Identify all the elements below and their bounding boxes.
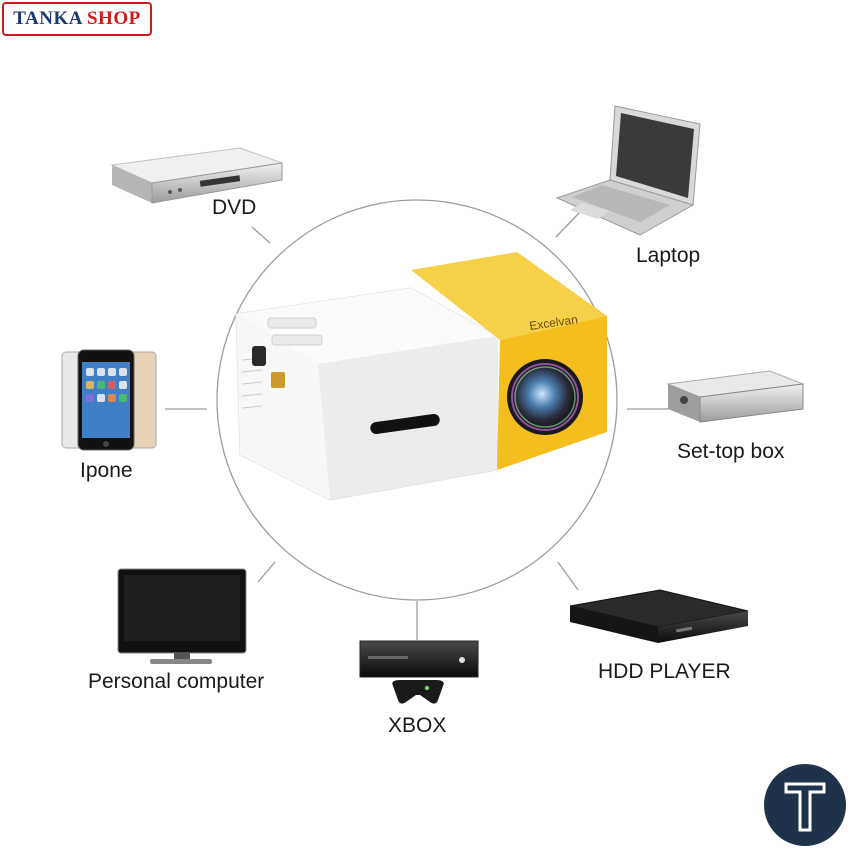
label-iphone: Ipone bbox=[80, 459, 133, 482]
projector-image: Excelvan bbox=[235, 252, 607, 501]
xbox-image bbox=[359, 640, 479, 704]
settop-box-image bbox=[666, 370, 804, 423]
connector-lines bbox=[165, 211, 668, 640]
letter-t-badge-icon bbox=[764, 764, 846, 846]
label-xbox: XBOX bbox=[388, 714, 447, 737]
shop-logo-part2: SHOP bbox=[86, 8, 141, 29]
dvd-player-image bbox=[110, 147, 283, 204]
shop-logo-part1: TANKA bbox=[13, 8, 83, 29]
hdd-player-image bbox=[569, 589, 749, 643]
iphone-image bbox=[61, 349, 157, 451]
label-settop-box: Set-top box bbox=[677, 440, 785, 463]
label-dvd: DVD bbox=[212, 196, 257, 219]
label-hdd-player: HDD PLAYER bbox=[598, 660, 731, 683]
svg-text:Excelvan: Excelvan bbox=[528, 312, 578, 333]
shop-logo: TANKA SHOP bbox=[2, 2, 152, 36]
label-personal-computer: Personal computer bbox=[88, 670, 265, 693]
monitor-image bbox=[117, 568, 247, 664]
laptop-image bbox=[555, 105, 701, 236]
label-laptop: Laptop bbox=[636, 244, 701, 267]
